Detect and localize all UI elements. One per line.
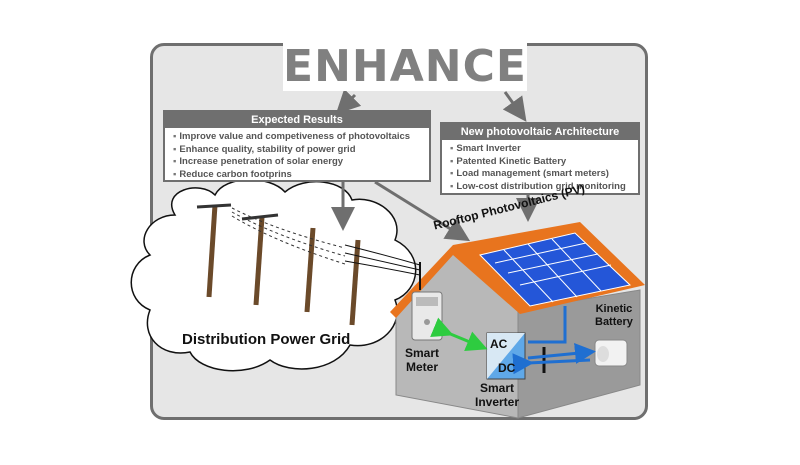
smart-inverter-label-line2: Inverter	[475, 395, 520, 409]
pv-architecture-list: Smart Inverter Patented Kinetic Battery …	[442, 143, 638, 193]
smart-meter	[411, 291, 443, 341]
smart-meter-label-line2: Meter	[406, 360, 439, 374]
pv-architecture-box: New photovoltaic Architecture Smart Inve…	[440, 122, 640, 195]
ac-label: AC	[490, 337, 508, 351]
kinetic-battery-label-line2: Battery	[595, 316, 633, 328]
list-item: Improve value and competiveness of photo…	[173, 131, 429, 144]
list-item: Low-cost distribution grid monitoring	[450, 181, 638, 194]
list-item: Enhance quality, stability of power grid	[173, 144, 429, 157]
pv-architecture-title: New photovoltaic Architecture	[442, 124, 638, 140]
kinetic-battery-label: Kinetic Battery	[595, 303, 633, 329]
smart-meter-label-line1: Smart	[405, 346, 440, 360]
expected-results-list: Improve value and competiveness of photo…	[165, 131, 429, 181]
solar-panel-array	[479, 232, 632, 307]
list-item: Reduce carbon footprins	[173, 169, 429, 182]
list-item: Smart Inverter	[450, 143, 638, 156]
enhance-logo: ENHANCE	[283, 43, 527, 91]
dc-label: DC	[498, 361, 516, 375]
smart-meter-label: Smart Meter	[405, 346, 439, 374]
list-item: Increase penetration of solar energy	[173, 156, 429, 169]
kinetic-battery	[594, 339, 628, 367]
list-item: Load management (smart meters)	[450, 168, 638, 181]
logo-text: ENHANCE	[283, 41, 527, 92]
expected-results-box: Expected Results Improve value and compe…	[163, 110, 431, 182]
expected-results-title: Expected Results	[165, 112, 429, 128]
smart-inverter-label-line1: Smart	[480, 381, 515, 395]
utility-poles	[196, 203, 421, 326]
kinetic-battery-label-line1: Kinetic	[595, 303, 633, 315]
smart-inverter-label: Smart Inverter	[475, 381, 519, 409]
list-item: Patented Kinetic Battery	[450, 156, 638, 169]
grid-label: Distribution Power Grid	[182, 331, 351, 348]
